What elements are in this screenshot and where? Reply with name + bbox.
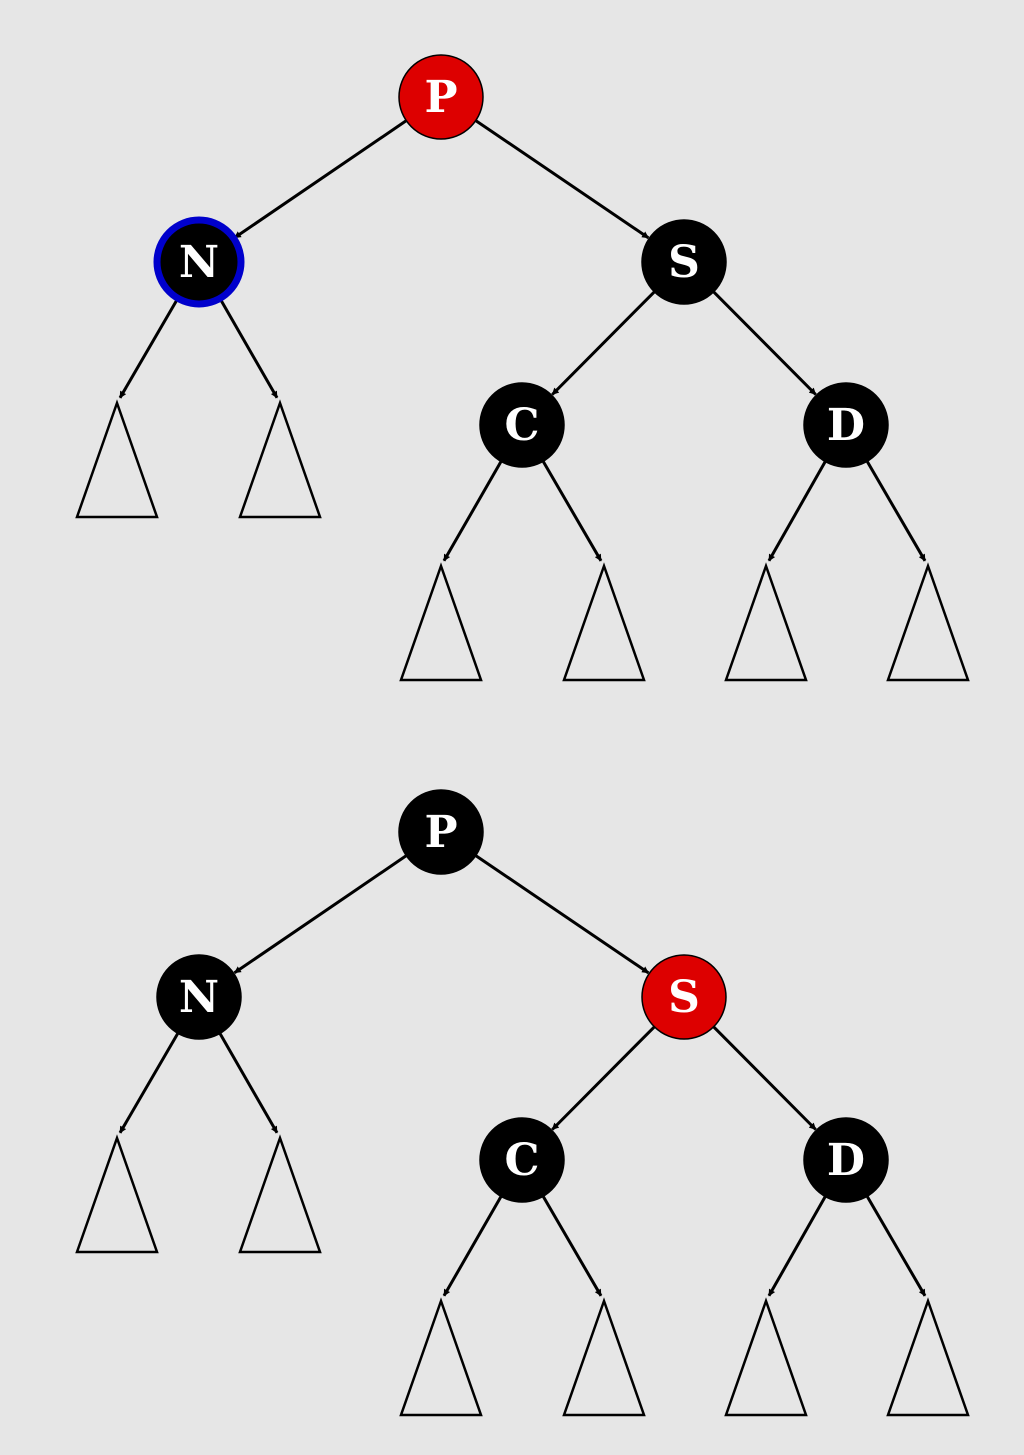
subtree-D-left [724, 562, 808, 682]
node-p: P [398, 54, 484, 140]
edge-D-right [865, 1195, 927, 1297]
node-label: N [179, 237, 219, 288]
subtree-D-right [886, 1297, 970, 1417]
edge-D-left [767, 460, 827, 562]
node-label: P [424, 807, 457, 858]
node-circle [153, 216, 245, 308]
subtree-N-right [238, 399, 322, 519]
edge-N-left [118, 1032, 180, 1134]
edge-D-right [865, 460, 927, 562]
node-c: C [479, 1117, 565, 1203]
node-circle [803, 382, 889, 468]
edge-S-C [551, 1025, 656, 1131]
node-circle [641, 954, 727, 1040]
node-label: S [668, 237, 700, 288]
edge-C-right [541, 1195, 603, 1297]
edge-C-right [541, 460, 603, 562]
edge-C-left [442, 460, 503, 562]
tree-edges [118, 119, 927, 562]
tree-nodes: P N S C D [156, 789, 889, 1203]
tree-edges [118, 854, 927, 1297]
node-circle [479, 1117, 565, 1203]
tree-after: P N S C D [75, 789, 970, 1417]
node-circle [156, 954, 242, 1040]
node-label: D [827, 1135, 865, 1186]
node-p: P [398, 789, 484, 875]
subtree-N-left [75, 399, 159, 519]
node-label: C [504, 1135, 539, 1186]
node-c: C [479, 382, 565, 468]
edge-N-right [218, 1032, 279, 1134]
node-label: S [668, 972, 700, 1023]
subtree-C-left [399, 562, 483, 682]
node-circle [479, 382, 565, 468]
node-circle [803, 1117, 889, 1203]
node-circle [641, 219, 727, 305]
edge-S-D [712, 290, 817, 396]
subtree-D-right [886, 562, 970, 682]
node-circle [398, 54, 484, 140]
edge-D-left [767, 1195, 827, 1297]
subtree-N-left [75, 1134, 159, 1254]
node-d: D [803, 1117, 889, 1203]
node-label: P [424, 72, 457, 123]
node-label: N [179, 972, 219, 1023]
node-circle [398, 789, 484, 875]
node-n: N [156, 954, 242, 1040]
node-n: N [153, 216, 245, 308]
edge-N-left [118, 297, 180, 399]
node-label: D [827, 400, 865, 451]
node-d: D [803, 382, 889, 468]
edge-S-D [712, 1025, 817, 1131]
node-s: S [641, 954, 727, 1040]
edge-S-C [551, 290, 656, 396]
subtree-triangles [75, 1134, 970, 1417]
edge-N-right [218, 297, 279, 399]
edge-P-N [233, 119, 408, 240]
subtree-N-right [238, 1134, 322, 1254]
node-s: S [641, 219, 727, 305]
edge-P-S [474, 854, 650, 975]
subtree-D-left [724, 1297, 808, 1417]
tree-before: P N S C D [75, 54, 970, 682]
edge-C-left [442, 1195, 503, 1297]
edge-P-N [233, 854, 408, 975]
tree-nodes: P N S C D [153, 54, 889, 468]
edge-P-S [474, 119, 650, 240]
node-label: C [504, 400, 539, 451]
subtree-triangles [75, 399, 970, 682]
subtree-C-right [562, 562, 646, 682]
subtree-C-right [562, 1297, 646, 1417]
subtree-C-left [399, 1297, 483, 1417]
